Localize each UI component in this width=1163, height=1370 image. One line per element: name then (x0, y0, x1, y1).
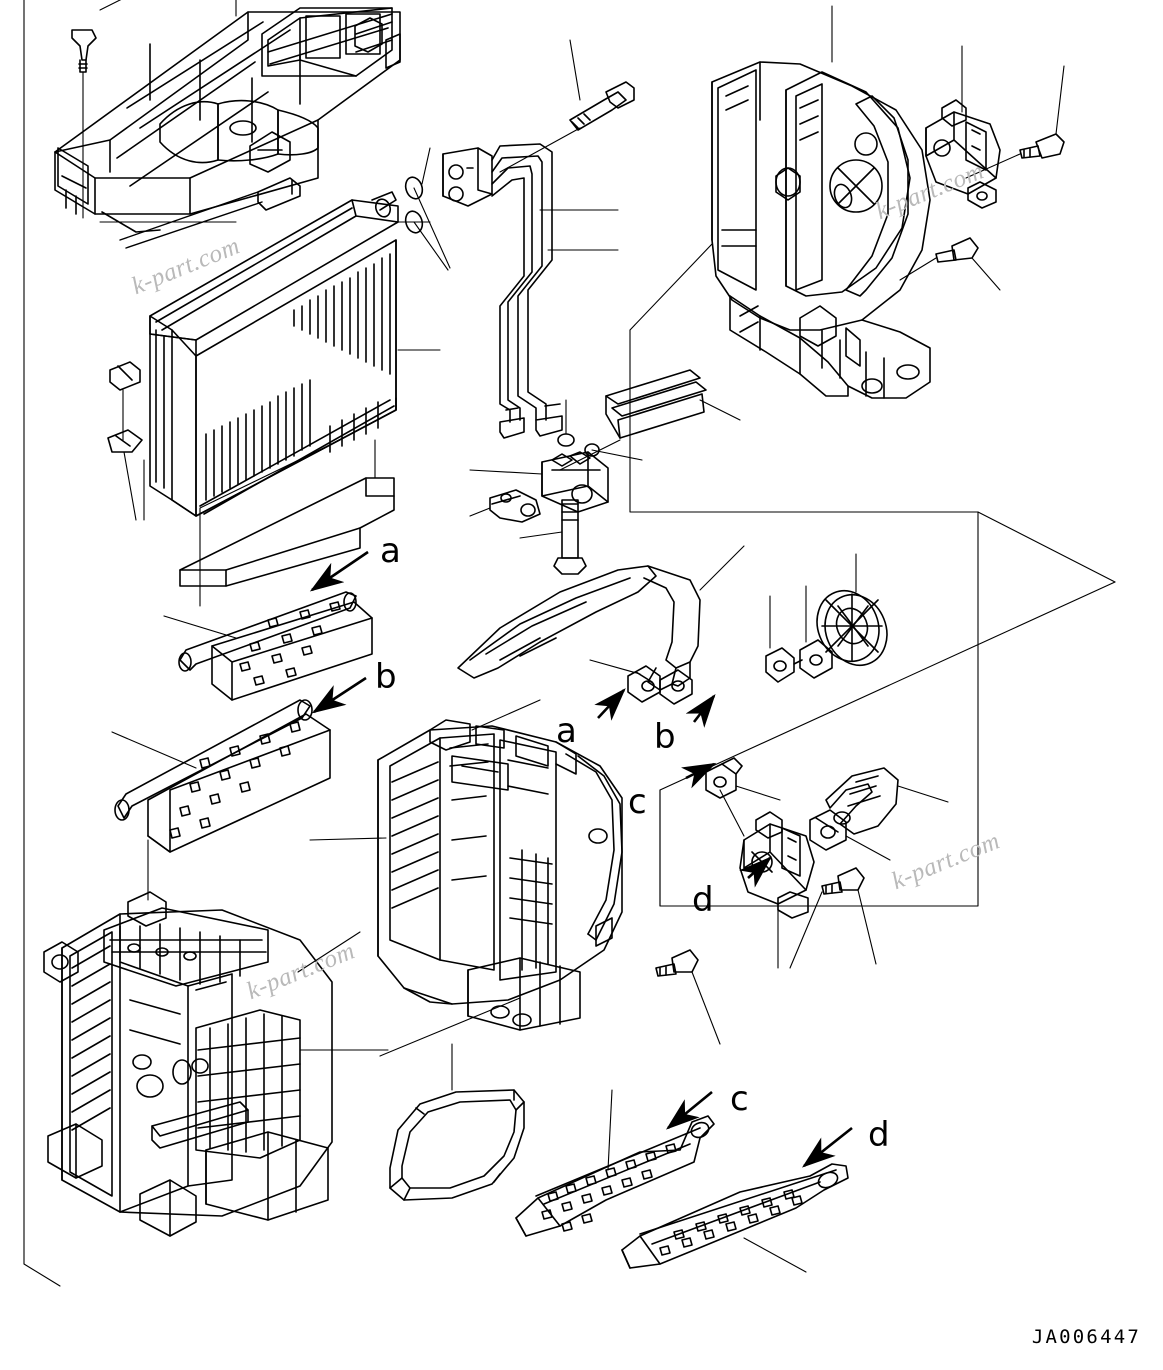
duct-mount-screw (71, 29, 97, 73)
damper-door (825, 767, 899, 835)
evaporator-core (149, 191, 399, 517)
insulation-pad-c (515, 1115, 715, 1237)
drawing-number: JA006447 (1031, 1326, 1141, 1348)
callout-label-b-pad: b (375, 657, 397, 697)
insulation-pad-a (178, 591, 373, 701)
callout-arrows (309, 550, 853, 1168)
callout-label-a-pad: a (380, 531, 401, 571)
callout-label-a-case: a (556, 711, 577, 751)
damper-linkage-b (765, 639, 833, 683)
refrigerant-tube-assembly (442, 143, 563, 439)
air-deflector-vane (457, 565, 701, 691)
valve-bolt (553, 499, 587, 575)
callout-label-c-case: c (628, 782, 647, 822)
insulation-pad-b (114, 699, 331, 853)
case-screw-bottom (655, 949, 699, 977)
blower-fan-wheel (816, 589, 888, 667)
foam-seal-ring (389, 1089, 525, 1201)
tube-mount-bolt (569, 81, 635, 131)
damper-linkage-a (627, 665, 693, 705)
housing-screw-lower (935, 237, 979, 263)
upper-duct-assembly (54, 7, 401, 249)
mount-clips (107, 361, 143, 453)
actuator-screw-1 (821, 867, 865, 895)
core-bracket (179, 477, 395, 587)
actuator-lever (705, 757, 743, 799)
callout-label-c-strip: c (730, 1079, 749, 1119)
blower-housing-assembly (711, 61, 931, 399)
callout-label-d-strip: d (868, 1115, 890, 1155)
damper-door-cam (809, 809, 847, 851)
damper-motor-upper (925, 99, 1001, 209)
o-ring-set (404, 176, 424, 234)
flat-gasket-strips (605, 369, 707, 439)
o-ring-small-1 (557, 433, 575, 447)
callout-label-d-case: d (692, 880, 714, 920)
expansion-valve (541, 451, 609, 513)
o-ring-small-2 (584, 443, 600, 457)
valve-clamp (489, 489, 541, 523)
main-case-assembly (377, 719, 623, 1031)
callout-label-b-case: b (654, 717, 676, 757)
lower-case-assembly (43, 891, 333, 1237)
housing-screw-right (1019, 133, 1065, 159)
damper-actuator (739, 811, 815, 919)
insulation-pad-d (621, 1163, 849, 1269)
